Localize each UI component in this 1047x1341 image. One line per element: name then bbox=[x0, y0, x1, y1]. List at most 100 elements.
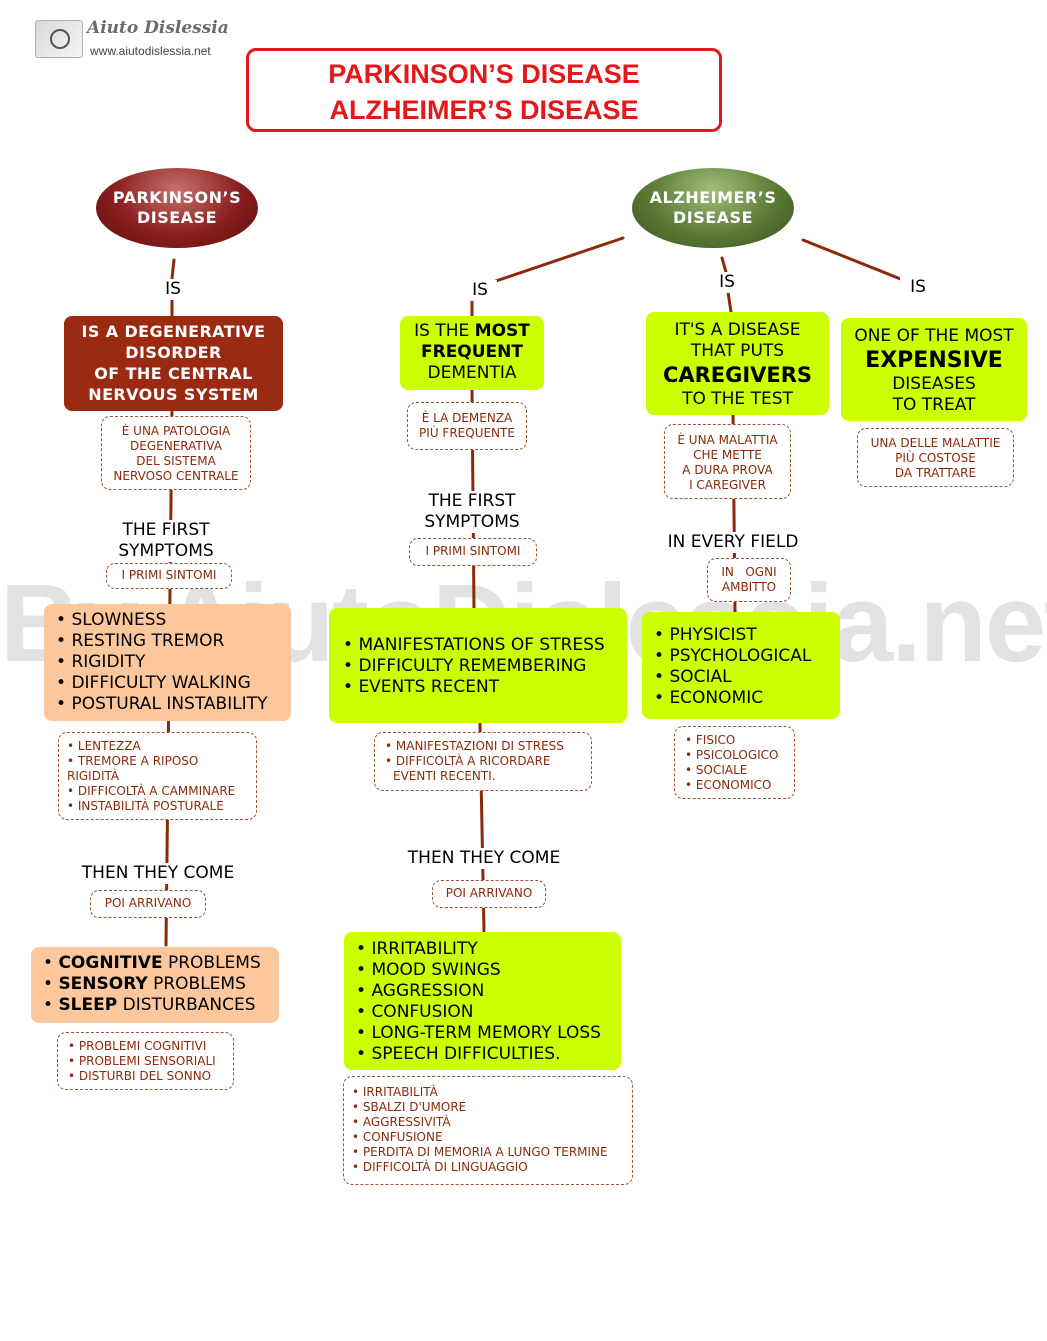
alzheimer-field-italian: IN OGNI AMBITTO bbox=[707, 558, 791, 602]
symptom-item: • MANIFESTATIONS OF STRESS bbox=[343, 635, 605, 655]
parkinson-node-line-2: DISEASE bbox=[136, 208, 217, 227]
alzheimer-node-line-2: DISEASE bbox=[672, 208, 753, 227]
label-line: SYMPTOMS bbox=[424, 512, 520, 532]
box-line: ONE OF THE MOST bbox=[854, 326, 1014, 346]
italian-line: UNA DELLE MALATTIE bbox=[870, 436, 1001, 450]
alzheimer-then-italian: POI ARRIVANO bbox=[432, 880, 546, 908]
alzheimer-field-label: IN EVERY FIELD bbox=[660, 532, 806, 553]
alzheimer-expensive-italian: UNA DELLE MALATTIE PIÙ COSTOSE DA TRATTA… bbox=[857, 428, 1014, 487]
italian-line: PIÙ COSTOSE bbox=[895, 451, 976, 465]
field-item: • PSYCHOLOGICAL bbox=[654, 646, 812, 666]
page-title: PARKINSON’S DISEASE ALZHEIMER’S DISEASE bbox=[246, 48, 722, 132]
alzheimer-caregivers-italian: È UNA MALATTIA CHE METTE A DURA PROVA I … bbox=[664, 424, 791, 499]
box-line: IT'S A DISEASE bbox=[674, 320, 801, 340]
parkinson-first-symptoms-box: • SLOWNESS • RESTING TREMOR • RIGIDITY •… bbox=[44, 604, 291, 721]
box-line: IS THE MOST bbox=[414, 321, 530, 341]
italian-line: RIGIDITÀ bbox=[67, 769, 120, 783]
italian-line: • SBALZI D'UMORE bbox=[352, 1100, 467, 1114]
parkinson-definition-line: OF THE CENTRAL bbox=[94, 364, 253, 383]
field-item: • ECONOMIC bbox=[654, 688, 764, 708]
alzheimer-later-italian: • IRRITABILITÀ • SBALZI D'UMORE • AGGRES… bbox=[343, 1076, 633, 1185]
alzheimer-branch2-is-label: IS bbox=[710, 272, 744, 293]
italian-line: È LA DEMENZA bbox=[421, 411, 513, 425]
italian-line: • DIFFICOLTÀ A CAMMINARE bbox=[67, 784, 236, 798]
parkinson-is-label: IS bbox=[156, 279, 190, 300]
alzheimer-branch3-is-label: IS bbox=[900, 277, 936, 298]
italian-line: • PSICOLOGICO bbox=[685, 748, 779, 762]
alzheimer-fields-italian: • FISICO • PSICOLOGICO • SOCIALE • ECONO… bbox=[674, 726, 795, 799]
symptom-item: • LONG-TERM MEMORY LOSS bbox=[356, 1023, 601, 1043]
parkinson-node-line-1: PARKINSON’S bbox=[112, 188, 242, 207]
alzheimer-first-symptoms-label: THE FIRST SYMPTOMS bbox=[410, 491, 534, 533]
box-line: FREQUENT bbox=[420, 342, 523, 362]
symptom-item: • DIFFICULTY REMEMBERING bbox=[343, 656, 587, 676]
italian-line: • PROBLEMI COGNITIVI bbox=[68, 1039, 207, 1053]
parkinson-node: PARKINSON’S DISEASE bbox=[96, 168, 258, 248]
italian-line: • ECONOMICO bbox=[685, 778, 772, 792]
italian-line: DA TRATTARE bbox=[894, 466, 977, 480]
symptom-item: • AGGRESSION bbox=[356, 981, 485, 1001]
alzheimer-node: ALZHEIMER’S DISEASE bbox=[632, 168, 794, 248]
parkinson-then-italian: POI ARRIVANO bbox=[90, 890, 206, 918]
italian-line: DEL SISTEMA bbox=[136, 454, 216, 468]
parkinson-later-box: • COGNITIVE PROBLEMS • SENSORY PROBLEMS … bbox=[31, 947, 279, 1023]
symptom-item: • CONFUSION bbox=[356, 1002, 474, 1022]
italian-line: EVENTI RECENTI. bbox=[393, 769, 496, 783]
alzheimer-first-symptoms-box: • MANIFESTATIONS OF STRESS • DIFFICULTY … bbox=[329, 608, 627, 723]
title-line-2: ALZHEIMER’S DISEASE bbox=[329, 95, 639, 125]
symptom-item: • MOOD SWINGS bbox=[356, 960, 501, 980]
alzheimer-branch1-is-label: IS bbox=[463, 280, 497, 301]
italian-line: CHE METTE bbox=[693, 448, 762, 462]
field-item: • PHYSICIST bbox=[654, 625, 757, 645]
box-line: DEMENTIA bbox=[427, 363, 517, 383]
symptom-item: • IRRITABILITY bbox=[356, 939, 478, 959]
parkinson-definition-line: IS A DEGENERATIVE bbox=[81, 322, 266, 341]
book-magnifier-icon bbox=[35, 20, 83, 58]
italian-line: È UNA PATOLOGIA bbox=[121, 424, 231, 438]
italian-line: • TREMORE A RIPOSO bbox=[67, 754, 199, 768]
italian-line: • PROBLEMI SENSORIALI bbox=[68, 1054, 216, 1068]
parkinson-first-symptoms-label: THE FIRST SYMPTOMS bbox=[104, 520, 228, 562]
box-line: THAT PUTS bbox=[690, 341, 785, 361]
italian-line: AMBITTO bbox=[721, 580, 777, 594]
italian-line: • IRRITABILITÀ bbox=[352, 1085, 438, 1099]
italian-line: • DIFFICOLTÀ A RICORDARE bbox=[385, 754, 551, 768]
alzheimer-expensive-box: ONE OF THE MOST EXPENSIVE DISEASES TO TR… bbox=[841, 318, 1027, 421]
italian-line: • PERDITA DI MEMORIA A LUNGO TERMINE bbox=[352, 1145, 608, 1159]
italian-line: • CONFUSIONE bbox=[352, 1130, 443, 1144]
alzheimer-most-frequent-italian: È LA DEMENZA PIÙ FREQUENTE bbox=[407, 402, 527, 450]
logo-brand: Aiuto Dislessia bbox=[87, 18, 229, 38]
italian-line: • DIFFICOLTÀ DI LINGUAGGIO bbox=[352, 1160, 528, 1174]
italian-line: • SOCIALE bbox=[685, 763, 748, 777]
italian-line: • INSTABILITÀ POSTURALE bbox=[67, 799, 224, 813]
field-item: • SOCIAL bbox=[654, 667, 732, 687]
alzheimer-node-line-1: ALZHEIMER’S bbox=[649, 188, 777, 207]
parkinson-definition-italian: È UNA PATOLOGIA DEGENERATIVA DEL SISTEMA… bbox=[101, 416, 251, 490]
italian-line: È UNA MALATTIA bbox=[677, 433, 778, 447]
parkinson-definition-box: IS A DEGENERATIVE DISORDER OF THE CENTRA… bbox=[64, 316, 283, 411]
symptom-item: • SPEECH DIFFICULTIES. bbox=[356, 1044, 561, 1064]
symptom-item: • SLOWNESS bbox=[56, 610, 167, 630]
symptom-item: • RIGIDITY bbox=[56, 652, 146, 672]
italian-line: A DURA PROVA bbox=[682, 463, 773, 477]
symptom-item: • COGNITIVE PROBLEMS bbox=[43, 953, 261, 973]
label-line: SYMPTOMS bbox=[118, 541, 214, 561]
logo-url: www.aiutodislessia.net bbox=[90, 44, 211, 58]
alzheimer-first-symptoms-italian: I PRIMI SINTOMI bbox=[409, 538, 537, 566]
italian-line: • LENTEZZA bbox=[67, 739, 141, 753]
alzheimer-fields-box: • PHYSICIST • PSYCHOLOGICAL • SOCIAL • E… bbox=[642, 612, 840, 719]
symptom-item: • POSTURAL INSTABILITY bbox=[56, 694, 268, 714]
title-line-1: PARKINSON’S DISEASE bbox=[328, 59, 640, 89]
italian-line: • AGGRESSIVITÀ bbox=[352, 1115, 451, 1129]
symptom-item: • SLEEP DISTURBANCES bbox=[43, 995, 256, 1015]
italian-line: NERVOSO CENTRALE bbox=[113, 469, 239, 483]
italian-line: • MANIFESTAZIONI DI STRESS bbox=[385, 739, 564, 753]
symptom-item: • DIFFICULTY WALKING bbox=[56, 673, 251, 693]
italian-line: IN OGNI bbox=[721, 565, 777, 579]
symptom-item: • EVENTS RECENT bbox=[343, 677, 500, 697]
alzheimer-later-box: • IRRITABILITY • MOOD SWINGS • AGGRESSIO… bbox=[344, 932, 621, 1070]
box-line: EXPENSIVE bbox=[865, 348, 1003, 373]
alzheimer-then-label: THEN THEY COME bbox=[402, 848, 566, 869]
symptom-item: • RESTING TREMOR bbox=[56, 631, 225, 651]
box-line: TO TREAT bbox=[892, 395, 976, 415]
